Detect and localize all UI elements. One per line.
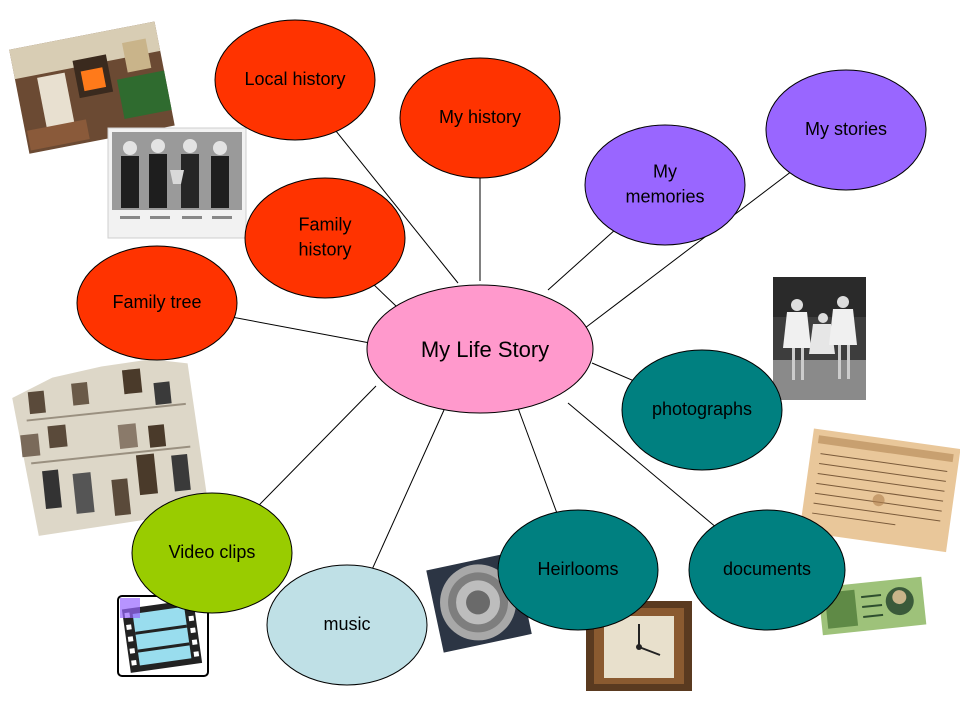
label-my-memories-line-1: My — [653, 161, 677, 181]
ellipse-photographs — [621, 349, 783, 471]
ellipse-family-history — [244, 177, 406, 299]
label-local-history: Local history — [244, 69, 345, 89]
ellipse-my-memories — [584, 124, 746, 246]
node-my-stories: My stories — [765, 69, 927, 191]
label-music: music — [323, 614, 370, 634]
label-video-clips: Video clips — [169, 542, 256, 562]
label-family-history-line-2: history — [298, 239, 351, 259]
family-tree-collage — [12, 359, 210, 536]
ellipse-video-clips — [131, 492, 293, 614]
center-node: My Life Story — [366, 284, 594, 414]
node-documents: documents — [688, 509, 846, 631]
node-family-history: Family history — [244, 177, 406, 299]
label-my-history: My history — [439, 107, 521, 127]
ellipse-music — [266, 564, 428, 686]
label-my-memories-line-2: memories — [625, 186, 704, 206]
men-with-trophy-photo — [107, 127, 247, 239]
ellipse-family-tree — [76, 245, 238, 361]
node-music: music — [266, 564, 428, 686]
old-certificate — [799, 428, 960, 553]
label-family-tree: Family tree — [112, 292, 201, 312]
living-room-photo — [9, 21, 175, 154]
center-label: My Life Story — [421, 337, 549, 362]
girls-photo — [773, 277, 866, 400]
node-family-tree: Family tree — [76, 245, 238, 361]
label-heirlooms: Heirlooms — [537, 559, 618, 579]
label-documents: documents — [723, 559, 811, 579]
ellipse-my-history — [399, 57, 561, 179]
label-family-history-line-1: Family — [299, 214, 352, 234]
node-video-clips: Video clips — [131, 492, 293, 614]
node-local-history: Local history — [214, 19, 376, 141]
ellipse-my-stories — [765, 69, 927, 191]
node-my-history: My history — [399, 57, 561, 179]
label-my-stories: My stories — [805, 119, 887, 139]
node-heirlooms: Heirlooms — [497, 509, 659, 631]
ellipse-heirlooms — [497, 509, 659, 631]
ellipse-documents — [688, 509, 846, 631]
node-my-memories: My memories — [584, 124, 746, 246]
label-photographs: photographs — [652, 399, 752, 419]
center-ellipse — [366, 284, 594, 414]
ellipse-local-history — [214, 19, 376, 141]
node-photographs: photographs — [621, 349, 783, 471]
